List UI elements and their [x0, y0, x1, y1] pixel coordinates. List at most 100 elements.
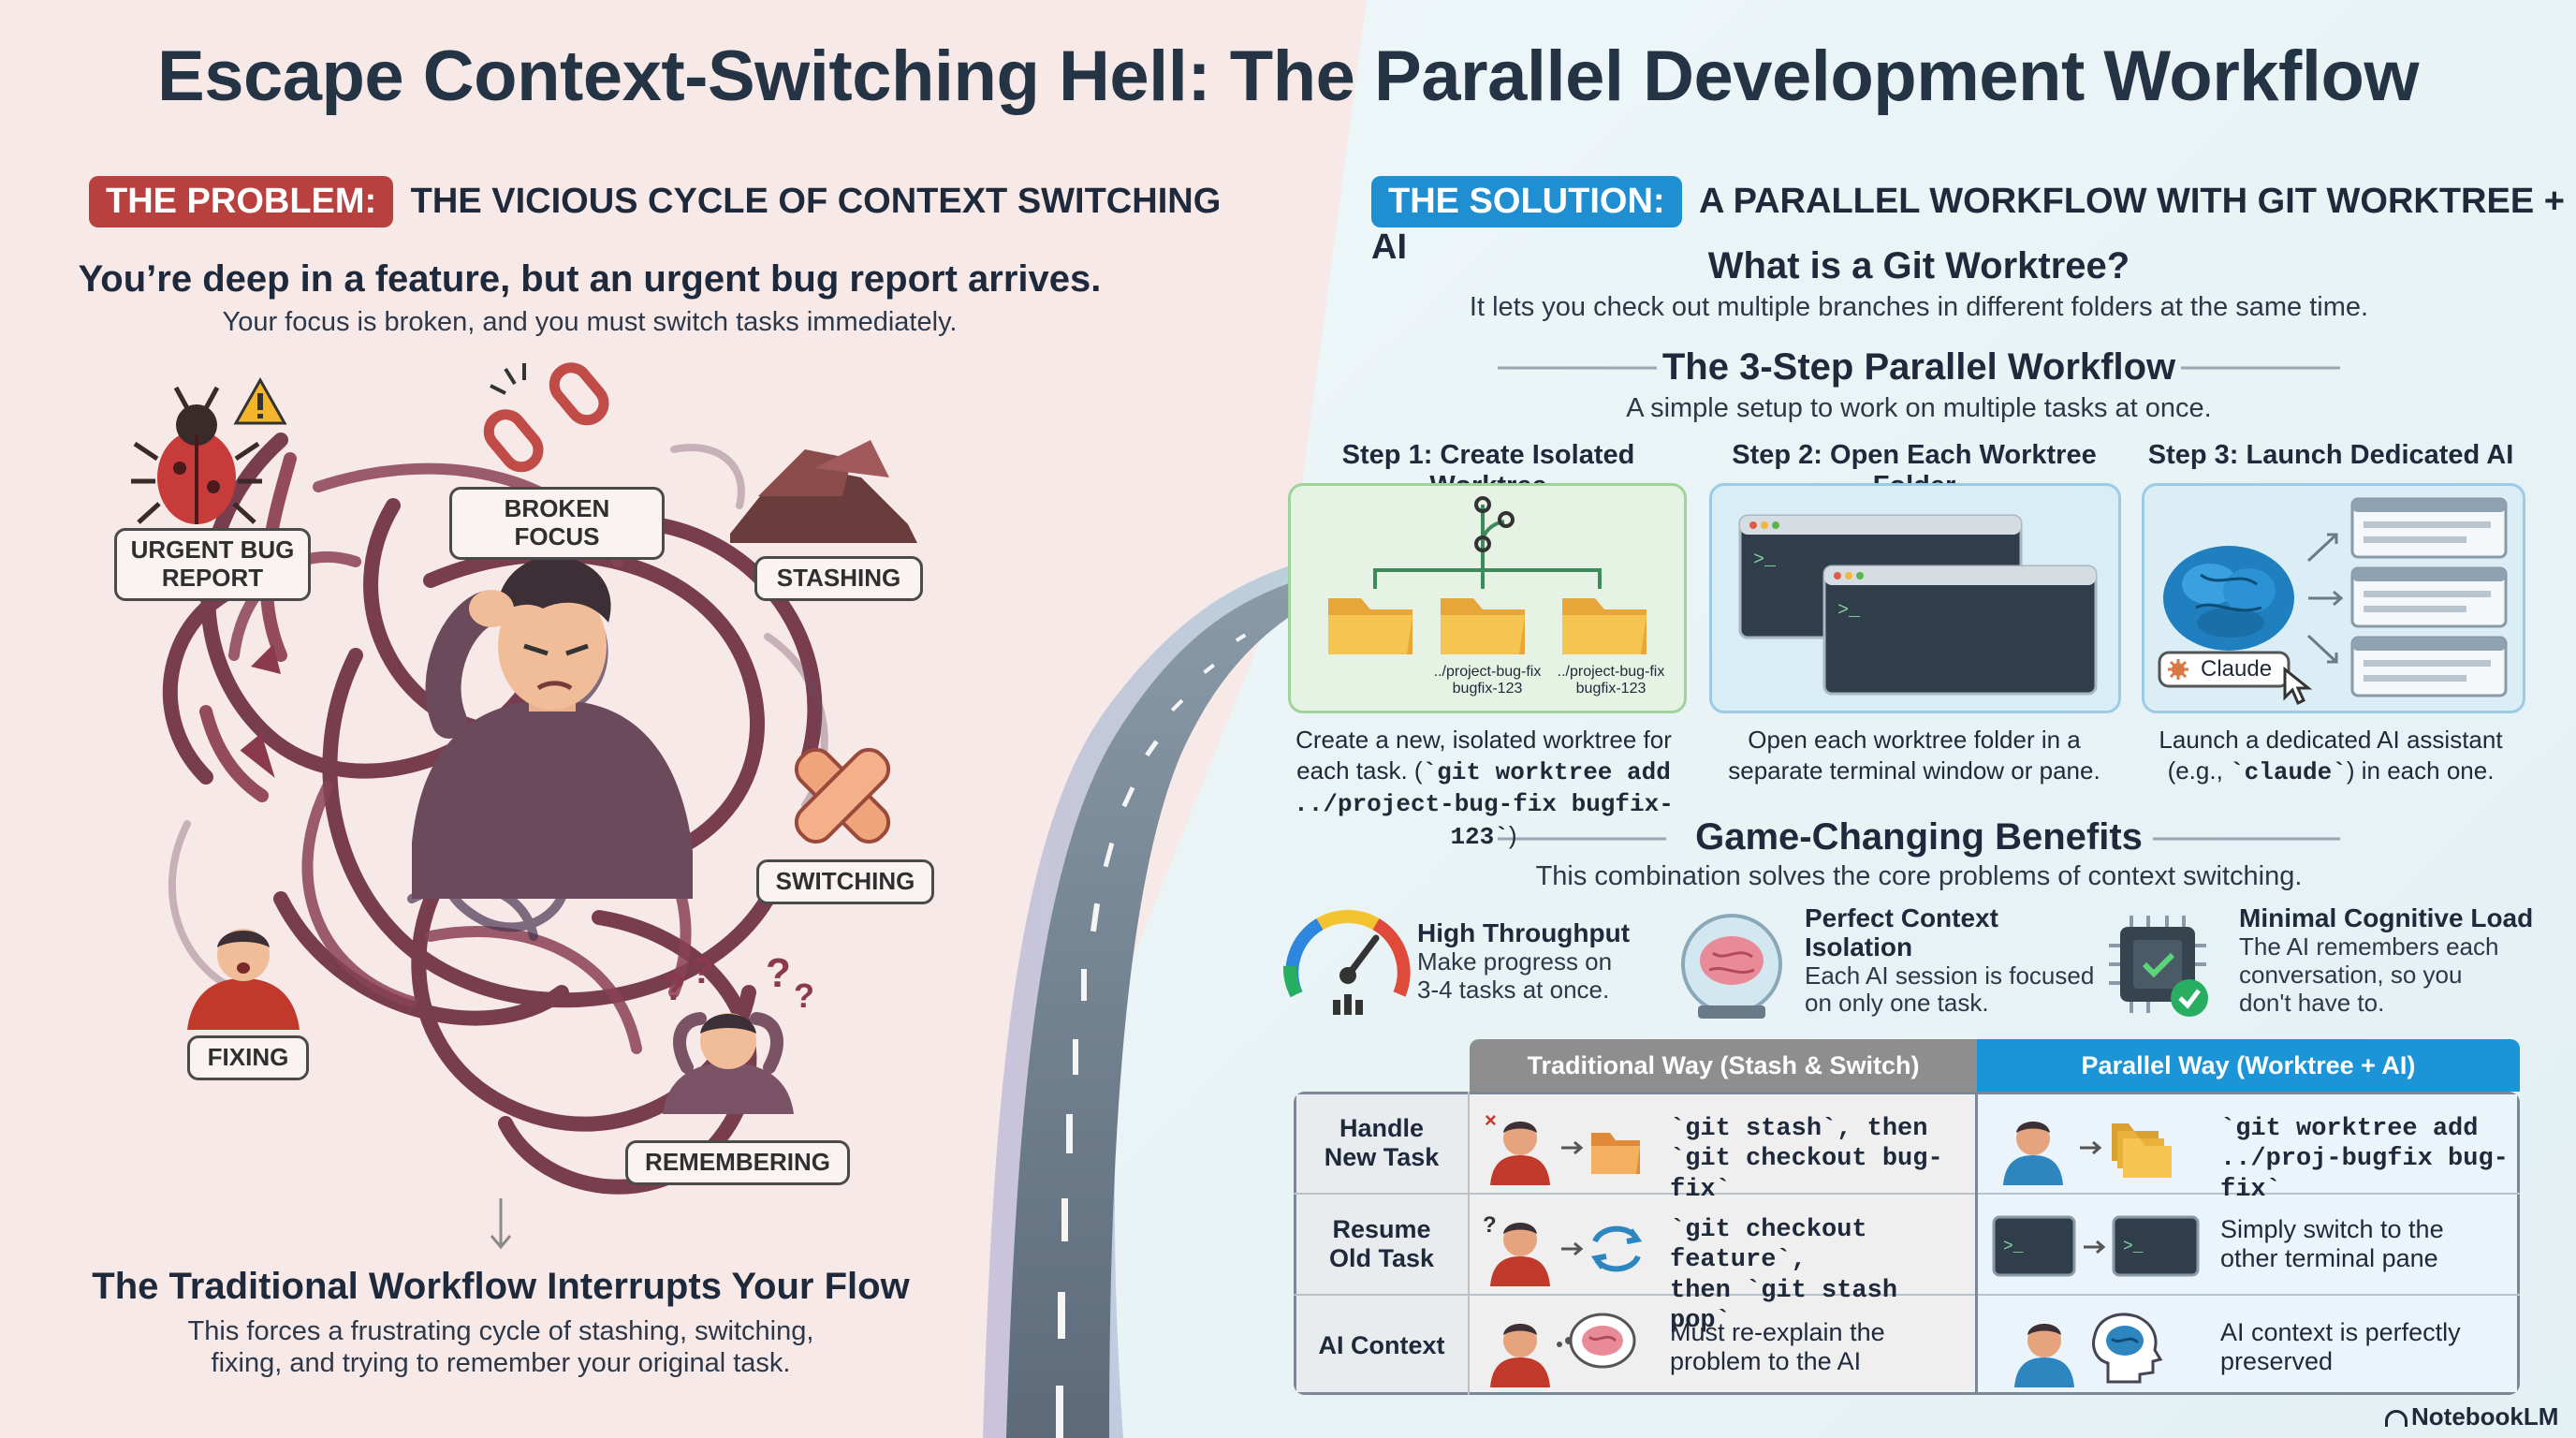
folder-icon — [1562, 598, 1647, 654]
brain-bubble-icon — [1569, 1313, 1636, 1369]
folder-1-path: ../project-bug-fix bugfix-123 — [1433, 664, 1542, 697]
label-fixing: FIXING — [187, 1035, 309, 1080]
arrow-right-icon — [1561, 1140, 1584, 1155]
svg-text:?: ? — [766, 950, 791, 996]
row-1-parallel-icons — [2003, 1122, 2172, 1185]
down-arrow-icon — [490, 1198, 512, 1250]
cursor-icon — [2283, 666, 2313, 706]
brand-logo: NotebookLM — [2385, 1402, 2558, 1431]
arrow-right-icon — [2080, 1140, 2102, 1155]
problem-bottom-text-1: This forces a frustrating cycle of stash… — [187, 1316, 814, 1346]
row-2-parallel-icons: >_ >_ — [1992, 1215, 2200, 1277]
terminal-windows-illustration: >_ >_ — [1738, 514, 2098, 696]
divider-lines — [1498, 366, 2340, 841]
benefit-cognitive-load: Minimal Cognitive Load The AI remembers … — [2239, 903, 2534, 1017]
chat-window-icon — [2350, 566, 2508, 628]
svg-text:>_: >_ — [2003, 1238, 2024, 1256]
row-1-parallel-text: `git worktree add ../proj-bugfix bug-fix… — [2220, 1115, 2509, 1204]
row-2-parallel-text: Simply switch to the other terminal pane — [2220, 1215, 2444, 1273]
warning-icon — [233, 376, 287, 425]
folder-icon — [1328, 598, 1412, 654]
problem-bottom-text-2: fixing, and trying to remember your orig… — [211, 1348, 791, 1378]
person-icon — [1490, 1324, 1550, 1387]
frustrated-developer-illustration — [412, 556, 693, 899]
folders-stack-icon — [2112, 1123, 2172, 1178]
chat-window-icon — [2350, 636, 2508, 697]
arrow-right-icon — [1561, 1241, 1584, 1256]
svg-text:?: ? — [794, 976, 814, 1015]
col-header-traditional: Traditional Way (Stash & Switch) — [1470, 1039, 1977, 1092]
problem-header: THE PROBLEM: THE VICIOUS CYCLE OF CONTEX… — [89, 176, 1221, 227]
benefits-subtitle: This combination solves the core problem… — [1535, 861, 2303, 891]
terminal-icon: >_ — [1992, 1215, 2076, 1277]
svg-text:>_: >_ — [1753, 550, 1777, 571]
row-3-parallel-icons — [2014, 1313, 2163, 1387]
chat-window-icon — [2350, 497, 2508, 559]
problem-bottom-title: The Traditional Workflow Interrupts Your… — [92, 1266, 910, 1307]
benefit-icons — [1283, 909, 2208, 1019]
arrow-right-icon — [2084, 1240, 2106, 1255]
thinking-person-icon — [1490, 1223, 1550, 1286]
road-illustration — [983, 562, 1339, 1438]
sync-icon — [1590, 1225, 1643, 1272]
svg-text:>_: >_ — [2123, 1238, 2144, 1256]
problem-subline: Your focus is broken, and you must switc… — [222, 307, 958, 337]
problem-heading: THE VICIOUS CYCLE OF CONTEXT SWITCHING — [410, 182, 1222, 221]
row-3-traditional-text: Must re-explain the problem to the AI — [1670, 1318, 1885, 1376]
step-3-description: Launch a dedicated AI assistant (e.g., `… — [2159, 726, 2503, 786]
row-1-traditional-icons: × — [1485, 1108, 1640, 1185]
worktree-definition: It lets you check out multiple branches … — [1469, 292, 2369, 322]
confused-person-icon: ? ? ? ? — [663, 950, 814, 1114]
row-3-parallel-text: AI context is perfectly preserved — [2220, 1318, 2461, 1376]
row-1-traditional-text: `git stash`, then `git checkout bug-fix` — [1670, 1115, 1943, 1204]
svg-text:>_: >_ — [1837, 600, 1861, 622]
label-stashing: STASHING — [754, 556, 923, 601]
page-title: Escape Context-Switching Hell: The Paral… — [157, 37, 2420, 116]
label-switching: SWITCHING — [756, 859, 934, 904]
ai-head-icon — [2092, 1313, 2163, 1384]
step-1-panel: ../project-bug-fix bugfix-123 ../project… — [1288, 483, 1687, 713]
folder-icon — [1591, 1133, 1640, 1174]
svg-text:?: ? — [691, 950, 713, 991]
table-row-label: Resume Old Task — [1328, 1215, 1435, 1273]
step-3-title: Step 3: Launch Dedicated AI — [2147, 440, 2514, 470]
benefit-context-isolation: Perfect Context Isolation Each AI sessio… — [1805, 903, 2095, 1018]
row-2-traditional-text: `git checkout feature`, then `git stash … — [1670, 1216, 1898, 1336]
benefits-title: Game-Changing Benefits — [1695, 816, 2143, 858]
person-icon — [2003, 1122, 2063, 1185]
solution-header: THE SOLUTION: A PARALLEL WORKFLOW WITH G… — [1371, 176, 2576, 268]
stash-pile-icon — [730, 440, 917, 543]
folder-icon — [1441, 598, 1525, 654]
col-header-parallel: Parallel Way (Worktree + AI) — [1977, 1039, 2520, 1092]
step-1-description: Create a new, isolated worktree for each… — [1294, 726, 1674, 851]
svg-text:?: ? — [1483, 1212, 1497, 1238]
svg-text:?: ? — [663, 967, 685, 1008]
bug-icon — [131, 386, 262, 524]
sparkle-icon — [2168, 659, 2188, 680]
terminal-icon: >_ — [1822, 565, 2098, 696]
branch-folders-illustration — [1328, 496, 1647, 654]
workflow-subtitle: A simple setup to work on multiple tasks… — [1626, 393, 2212, 423]
brand-name: NotebookLM — [2411, 1402, 2559, 1431]
solution-tag: THE SOLUTION: — [1371, 176, 1682, 227]
ai-brain-illustration — [2158, 497, 2508, 706]
problem-headline: You’re deep in a feature, but an urgent … — [78, 258, 1102, 300]
label-broken-focus: BROKEN FOCUS — [449, 487, 665, 560]
table-row-label: Handle New Task — [1324, 1114, 1440, 1172]
step-2-panel: >_ >_ — [1709, 483, 2121, 713]
brain-globe-icon — [1681, 914, 1782, 1019]
svg-text:×: × — [1485, 1108, 1497, 1132]
person-icon — [1490, 1122, 1550, 1185]
problem-tag: THE PROBLEM: — [89, 176, 394, 227]
label-urgent-bug-report: URGENT BUG REPORT — [114, 528, 311, 601]
notebooklm-icon — [2385, 1410, 2408, 1427]
workflow-title: The 3-Step Parallel Workflow — [1661, 346, 2176, 388]
worktree-question: What is a Git Worktree? — [1707, 245, 2130, 286]
gauge-icon — [1283, 909, 1411, 1015]
row-3-traditional-icons — [1490, 1313, 1636, 1387]
benefit-high-throughput: High Throughput Make progress on 3-4 tas… — [1417, 918, 1631, 1004]
brain-icon — [2163, 546, 2294, 651]
step-2-description: Open each worktree folder in a separate … — [1728, 726, 2100, 785]
terminal-icon: >_ — [2112, 1215, 2200, 1277]
